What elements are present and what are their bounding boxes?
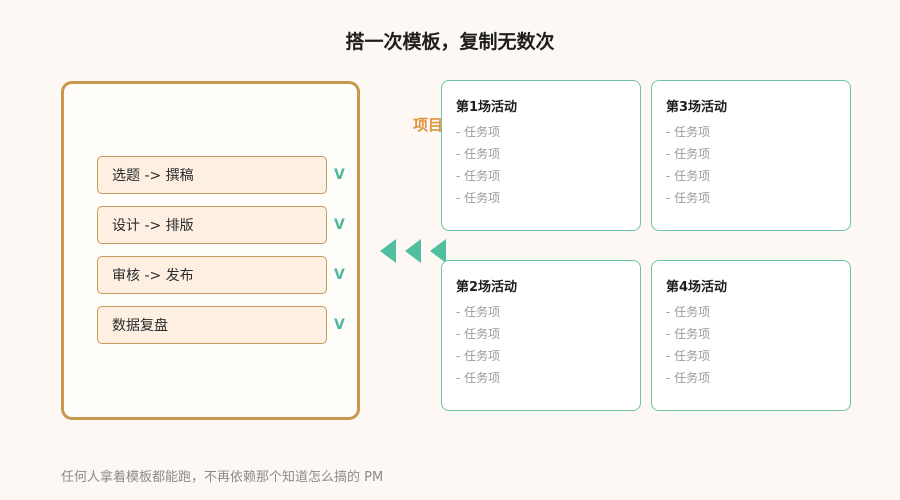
event-task: - 任务项 <box>666 305 711 319</box>
event-title: 第4场活动 <box>666 280 728 295</box>
step-row: 数据复盘 <box>97 306 327 344</box>
event-task: - 任务项 <box>456 125 501 139</box>
event-card: 第4场活动 - 任务项 - 任务项 - 任务项 - 任务项 <box>651 260 851 411</box>
event-title: 第3场活动 <box>666 100 728 115</box>
event-card: 第2场活动 - 任务项 - 任务项 - 任务项 - 任务项 <box>441 260 641 411</box>
arrow-left-icon <box>380 239 396 263</box>
check-mark-icon: V <box>334 317 345 333</box>
arrow-left-icon <box>405 239 421 263</box>
event-task: - 任务项 <box>456 191 501 205</box>
event-card: 第1场活动 - 任务项 - 任务项 - 任务项 - 任务项 <box>441 80 641 231</box>
event-card: 第3场活动 - 任务项 - 任务项 - 任务项 - 任务项 <box>651 80 851 231</box>
event-task: - 任务项 <box>456 147 501 161</box>
check-mark-icon: V <box>334 267 345 283</box>
step-row: 选题 -> 撰稿 <box>97 156 327 194</box>
step-row: 审核 -> 发布 <box>97 256 327 294</box>
event-task: - 任务项 <box>456 349 501 363</box>
template-panel: 选题 -> 撰稿 V 设计 -> 排版 V 审核 -> 发布 V 数据复盘 V <box>61 81 360 420</box>
event-task: - 任务项 <box>666 125 711 139</box>
event-task: - 任务项 <box>666 349 711 363</box>
event-task: - 任务项 <box>666 371 711 385</box>
page-title: 搭一次模板，复制无数次 <box>345 31 555 53</box>
partial-label: 项目 <box>413 116 443 134</box>
arrow-left-icon <box>430 239 446 263</box>
event-title: 第1场活动 <box>456 100 518 115</box>
footer-note: 任何人拿着模板都能跑，不再依赖那个知道怎么搞的 PM <box>61 470 384 485</box>
event-title: 第2场活动 <box>456 280 518 295</box>
event-task: - 任务项 <box>456 305 501 319</box>
event-task: - 任务项 <box>666 327 711 341</box>
check-mark-icon: V <box>334 167 345 183</box>
check-mark-icon: V <box>334 217 345 233</box>
event-task: - 任务项 <box>666 147 711 161</box>
event-task: - 任务项 <box>666 169 711 183</box>
step-row: 设计 -> 排版 <box>97 206 327 244</box>
event-task: - 任务项 <box>666 191 711 205</box>
event-task: - 任务项 <box>456 371 501 385</box>
event-task: - 任务项 <box>456 327 501 341</box>
event-task: - 任务项 <box>456 169 501 183</box>
